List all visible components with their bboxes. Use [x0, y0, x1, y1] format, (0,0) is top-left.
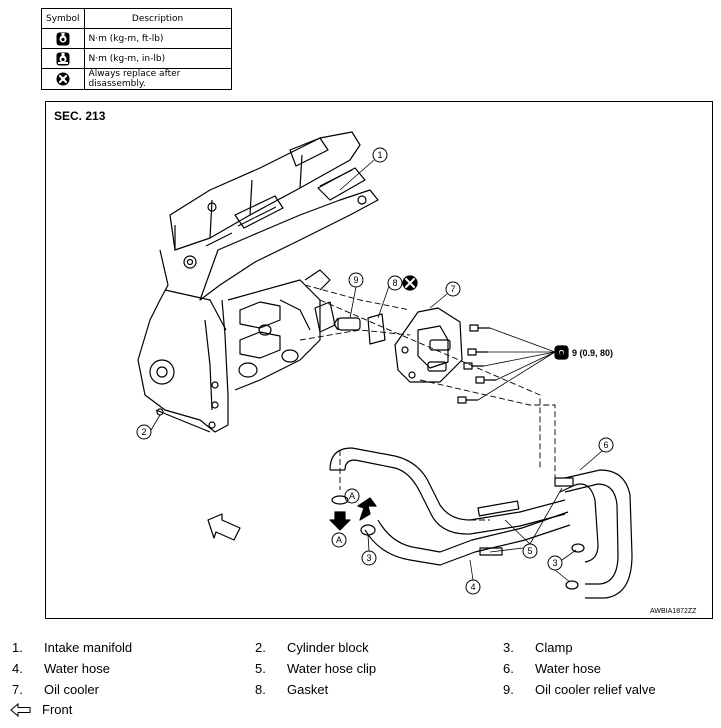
callout-label: 7: [450, 284, 455, 294]
callout-label: 5: [527, 546, 532, 556]
callout-label: 4: [470, 582, 475, 592]
symbol-cell: [41, 28, 85, 49]
callout-a: [331, 532, 347, 548]
description-column-header: Description: [83, 8, 232, 29]
intake-manifold: [169, 131, 379, 301]
symbol-cell: [41, 48, 85, 69]
symbol-column-header: Symbol: [41, 8, 85, 29]
callout-label: A: [349, 491, 355, 501]
callout-2: [136, 424, 152, 440]
exploded-view-diagram: 1 2 3 3 4 5 6 7 8 9 A A 9 (0.9, 80): [136, 131, 633, 599]
callout-1: [372, 147, 388, 163]
bolts: [457, 324, 496, 404]
callout-a: [344, 488, 360, 504]
callout-label: A: [336, 535, 342, 545]
symbol-description: N·m (kg-m, ft-lb): [83, 28, 232, 49]
callout-label: 6: [603, 440, 608, 450]
torque-spec: 9 (0.9, 80): [572, 348, 613, 358]
clamp: [331, 495, 585, 590]
torque-wrench-icon: [56, 32, 70, 45]
symbol-description: N·m (kg-m, in-lb): [83, 48, 232, 69]
callout-label: 3: [366, 553, 371, 563]
flow-arrow-down: [329, 511, 351, 531]
gasket: [314, 301, 336, 333]
water-hose: [559, 469, 633, 599]
always-replace-icon: [402, 275, 418, 291]
front-arrow-icon: [207, 513, 241, 541]
gasket: [367, 313, 386, 345]
flow-arrow-up: [357, 497, 377, 521]
section-label: SEC. 213: [54, 109, 106, 123]
diagram-frame: [45, 101, 713, 619]
front-arrow-icon: [10, 703, 31, 717]
symbol-table: Symbol Description N·m (kg-m, ft-lb) N·m…: [41, 8, 232, 90]
symbol-description: Always replace after disassembly.: [83, 68, 232, 90]
torque-wrench-small-icon: [56, 52, 70, 65]
figure-id: AWBIA1872ZZ: [650, 608, 697, 615]
callout-label: 8: [392, 278, 397, 288]
callout-6: [598, 437, 614, 453]
callout-label: 9: [353, 275, 358, 285]
cylinder-block: [137, 249, 331, 433]
water-hose: [329, 447, 571, 566]
torque-wrench-small-icon: [554, 345, 569, 360]
callout-label: 2: [141, 427, 146, 437]
callout-label: 3: [552, 558, 557, 568]
callout-7: [445, 281, 461, 297]
callout-label: 1: [377, 150, 382, 160]
oil-cooler-relief-valve: [333, 317, 361, 331]
water-hose-clip: [477, 477, 574, 556]
oil-cooler: [394, 307, 463, 383]
symbol-cell: [41, 68, 85, 90]
always-replace-icon: [56, 72, 70, 86]
callout-8: [387, 275, 403, 291]
